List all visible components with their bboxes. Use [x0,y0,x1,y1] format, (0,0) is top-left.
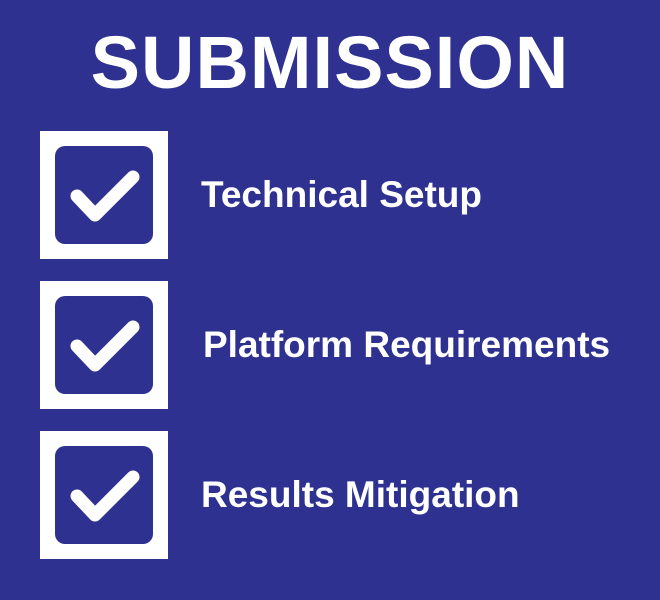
checklist-item-label: Results Mitigation [201,474,520,515]
checkmark-icon [70,170,140,222]
checklist-item-platform-requirements: Platform Requirements [40,281,660,409]
checklist-item-results-mitigation: Results Mitigation [40,431,660,559]
checkbox [40,131,168,259]
checklist-item-label: Platform Requirements [203,324,611,365]
checkbox [40,281,168,409]
checklist-item-label: Technical Setup [201,174,482,215]
page-title: SUBMISSION [90,21,570,104]
checkbox [40,431,168,559]
checkmark-icon [70,320,140,372]
checklist-item-technical-setup: Technical Setup [40,131,660,259]
checkmark-icon [70,470,140,522]
